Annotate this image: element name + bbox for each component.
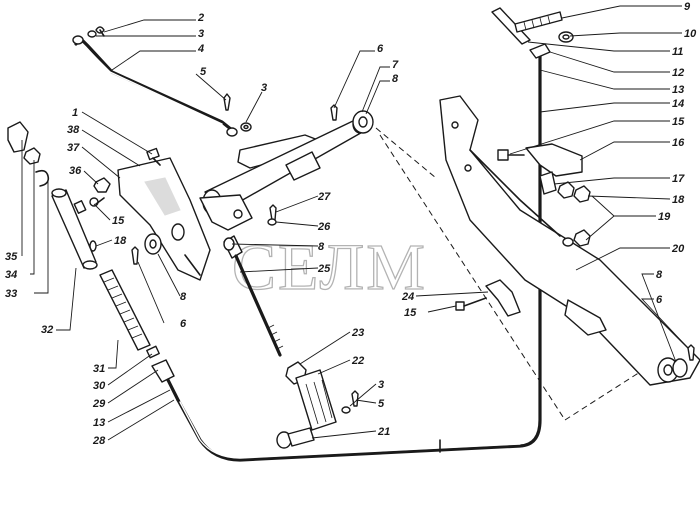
threaded-rod-9 bbox=[514, 11, 563, 33]
callout-31: 31 bbox=[93, 363, 105, 375]
callout-21: 21 bbox=[377, 426, 390, 438]
callout-26: 26 bbox=[317, 221, 331, 233]
callout-24: 24 bbox=[401, 291, 414, 303]
callout-32: 32 bbox=[41, 324, 53, 336]
knob-21 bbox=[276, 427, 315, 449]
upper-link-rod bbox=[72, 35, 238, 137]
bolt-1 bbox=[146, 147, 161, 166]
bracket-24 bbox=[485, 279, 521, 317]
fitting-29 bbox=[151, 359, 175, 383]
pedal-bracket bbox=[117, 157, 211, 281]
callout-33: 33 bbox=[5, 288, 17, 300]
bolt-15-lower bbox=[455, 297, 487, 311]
callout-18: 18 bbox=[672, 194, 685, 206]
callout-3: 3 bbox=[198, 28, 204, 40]
callout-6: 6 bbox=[656, 294, 663, 306]
callout-34: 34 bbox=[5, 269, 17, 281]
callout-2: 2 bbox=[197, 12, 204, 24]
callout-8: 8 bbox=[180, 291, 187, 303]
callout-7: 7 bbox=[392, 59, 399, 71]
callout-1: 1 bbox=[72, 107, 78, 119]
callout-29: 29 bbox=[92, 398, 106, 410]
callout-10: 10 bbox=[684, 28, 697, 40]
cap-35 bbox=[7, 121, 29, 153]
callout-labels: 2 3 4 5 3 6 7 8 1 38 37 36 15 18 35 34 3… bbox=[5, 1, 697, 447]
callout-4: 4 bbox=[197, 43, 204, 55]
callout-3: 3 bbox=[378, 379, 384, 391]
washer-8-mid bbox=[144, 233, 162, 255]
pin-27-26 bbox=[267, 204, 277, 226]
callout-23: 23 bbox=[351, 327, 364, 339]
bolt-15-left bbox=[89, 197, 105, 207]
cotter-pin-6-mid bbox=[131, 246, 139, 265]
washer-8-right bbox=[672, 358, 688, 378]
callout-8: 8 bbox=[656, 269, 663, 281]
cable-end-28 bbox=[166, 378, 180, 402]
clamp-17 bbox=[539, 171, 557, 195]
sleeve-12 bbox=[529, 43, 551, 59]
callout-13: 13 bbox=[672, 84, 684, 96]
callout-9: 9 bbox=[684, 1, 691, 13]
washer-3-top bbox=[87, 30, 97, 38]
spring-31 bbox=[99, 269, 151, 351]
washer-8-top bbox=[352, 110, 374, 134]
nut-34 bbox=[23, 147, 41, 165]
cotter-pin-6-top bbox=[330, 104, 338, 121]
cotter-pin-6-right bbox=[687, 344, 695, 361]
callout-8: 8 bbox=[392, 73, 399, 85]
bolt-15-right bbox=[497, 149, 525, 161]
callout-17: 17 bbox=[672, 173, 685, 185]
fitting-30 bbox=[146, 345, 160, 359]
callout-35: 35 bbox=[5, 251, 18, 263]
callout-5: 5 bbox=[200, 66, 207, 78]
callout-6: 6 bbox=[377, 43, 384, 55]
callout-20: 20 bbox=[671, 243, 685, 255]
grip-22 bbox=[295, 369, 337, 431]
nut-36 bbox=[93, 177, 111, 193]
callout-27: 27 bbox=[317, 191, 331, 203]
callout-15: 15 bbox=[404, 307, 417, 319]
leader-lines bbox=[21, 5, 689, 441]
control-cable bbox=[176, 50, 542, 462]
callout-3: 3 bbox=[261, 82, 267, 94]
watermark-text: СЕЛМ bbox=[232, 231, 427, 304]
callout-38: 38 bbox=[67, 124, 80, 136]
bracket-16 bbox=[525, 143, 583, 177]
cotter-pin-2 bbox=[95, 26, 105, 37]
callout-13: 13 bbox=[93, 417, 105, 429]
callout-6: 6 bbox=[180, 318, 187, 330]
callout-18: 18 bbox=[114, 235, 127, 247]
cotter-pin-5-upper bbox=[223, 93, 231, 111]
washer-3-mid bbox=[240, 122, 252, 132]
callout-37: 37 bbox=[67, 142, 80, 154]
callout-15: 15 bbox=[672, 116, 685, 128]
callout-36: 36 bbox=[69, 165, 82, 177]
nut-10 bbox=[558, 31, 574, 43]
alignment-dashed-lines bbox=[375, 127, 641, 421]
lever-bracket-assembly bbox=[199, 114, 368, 231]
callout-11: 11 bbox=[672, 46, 683, 58]
callout-22: 22 bbox=[351, 355, 364, 367]
nuts-18-19 bbox=[557, 181, 591, 247]
callout-25: 25 bbox=[317, 263, 331, 275]
link-plate-9 bbox=[491, 7, 531, 45]
callout-19: 19 bbox=[658, 211, 671, 223]
callout-28: 28 bbox=[92, 435, 106, 447]
callout-8: 8 bbox=[318, 241, 325, 253]
callout-30: 30 bbox=[93, 380, 106, 392]
pin-3-5-lower bbox=[341, 390, 359, 414]
callout-15: 15 bbox=[112, 215, 125, 227]
callout-16: 16 bbox=[672, 137, 685, 149]
callout-5: 5 bbox=[378, 398, 385, 410]
callout-14: 14 bbox=[672, 98, 684, 110]
shaft-32 bbox=[51, 188, 98, 270]
spring-clip-33 bbox=[35, 169, 50, 187]
callout-12: 12 bbox=[672, 67, 684, 79]
